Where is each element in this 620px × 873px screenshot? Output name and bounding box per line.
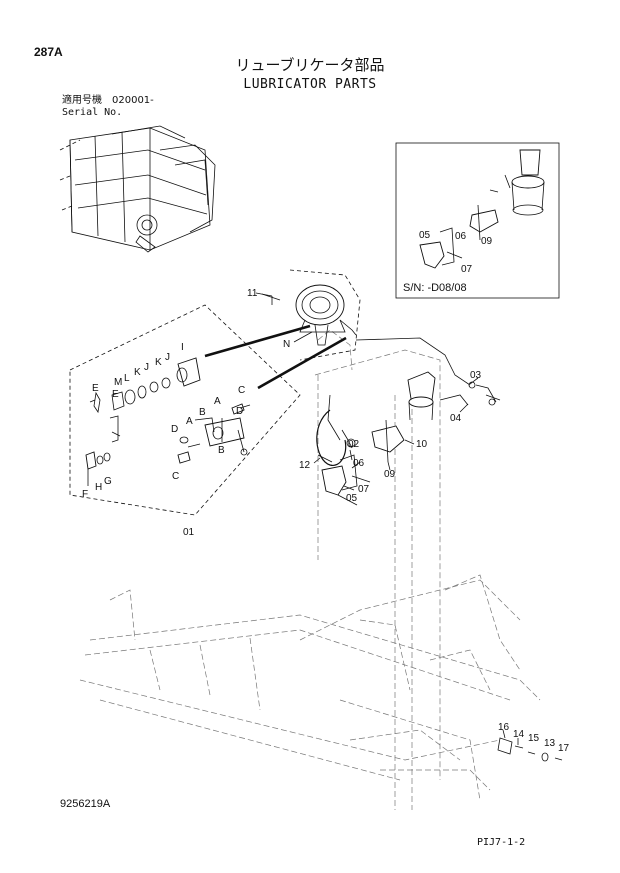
serial-label-jp: 適用号機 020001- <box>62 95 154 106</box>
leader-lines <box>255 292 479 506</box>
page-title-jp: リューブリケータ部品 <box>235 56 385 74</box>
callout-C: C <box>172 471 179 482</box>
detail-connector-line <box>257 336 347 390</box>
callout-09: 09 <box>384 469 396 480</box>
bracket-parts <box>317 419 405 496</box>
callout-J: J <box>144 362 149 373</box>
inset-callout-07: 07 <box>461 264 473 275</box>
callout-11: 11 <box>247 288 258 299</box>
detail-parts-box <box>69 304 301 516</box>
callout-M: M <box>114 377 122 388</box>
document-number: 9256219A <box>60 798 111 810</box>
callout-F: F <box>82 489 88 500</box>
callout-N: N <box>283 339 290 350</box>
callout-04: 04 <box>450 413 462 424</box>
callout-13: 13 <box>544 738 556 749</box>
callout-G: G <box>104 476 112 487</box>
machine-body-illustration <box>79 329 541 810</box>
callout-01: 01 <box>183 527 195 538</box>
inset-callout-09: 09 <box>481 236 493 247</box>
callout-05: 05 <box>346 493 358 504</box>
page-number: 287A <box>34 45 63 59</box>
callout-12: 12 <box>299 460 311 471</box>
callout-A: A <box>186 416 193 427</box>
callout-L: L <box>124 373 130 384</box>
inset-callout-06: 06 <box>455 231 467 242</box>
callout-17: 17 <box>558 743 570 754</box>
callout-07: 07 <box>358 484 370 495</box>
callout-03: 03 <box>470 370 482 381</box>
inset-box <box>395 142 560 299</box>
page-title-en: LUBRICATOR PARTS <box>243 77 377 92</box>
callout-H: H <box>95 482 102 493</box>
callout-J: J <box>165 352 170 363</box>
callout-D: D <box>171 424 178 435</box>
callout-10: 10 <box>416 439 428 450</box>
callout-B: B <box>218 445 225 456</box>
callout-E: E <box>112 389 119 400</box>
callout-D: D <box>236 406 243 417</box>
inset-callout-05: 05 <box>419 230 431 241</box>
callout-14: 14 <box>513 729 525 740</box>
serial-label-en: Serial No. <box>62 107 123 118</box>
callout-15: 15 <box>528 733 540 744</box>
page-reference: PIJ7-1-2 <box>477 837 526 848</box>
detail-connector-line <box>204 324 311 358</box>
callout-K: K <box>134 367 141 378</box>
callout-A: A <box>214 396 221 407</box>
callout-06: 06 <box>353 458 365 469</box>
callout-02: 02 <box>348 439 360 450</box>
detail-parts-illustration <box>85 357 251 486</box>
small-parts-illustration <box>497 729 563 762</box>
callout-K: K <box>155 357 162 368</box>
lubricator-reel <box>261 269 361 361</box>
lubricator-fitting-assembly <box>316 337 501 466</box>
inset-serial-range: S/N: -D08/08 <box>403 282 467 294</box>
callout-I: I <box>181 342 184 353</box>
callout-16: 16 <box>498 722 510 733</box>
callout-C: C <box>238 385 245 396</box>
machine-overview-illustration <box>59 125 216 253</box>
callout-E: E <box>92 383 99 394</box>
callout-B: B <box>199 407 206 418</box>
